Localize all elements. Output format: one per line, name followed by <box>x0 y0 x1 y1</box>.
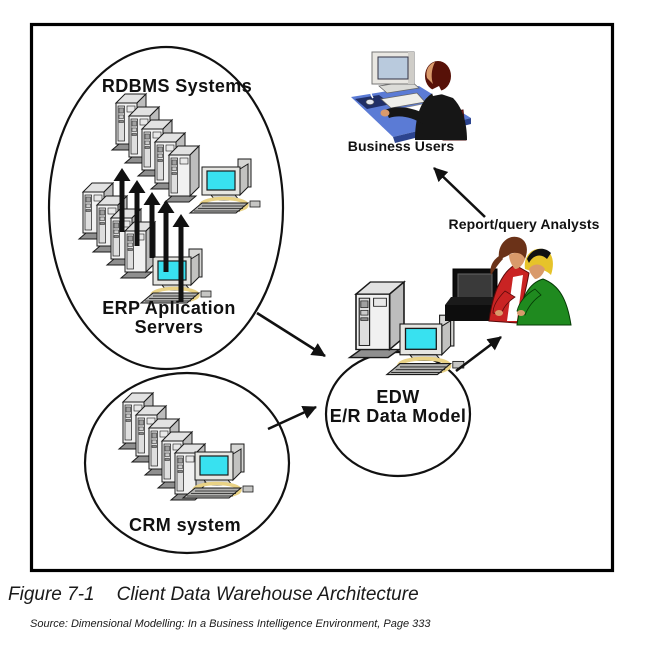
erp-label-line1: ERP Aplication <box>102 298 236 318</box>
business-users-label: Business Users <box>347 138 455 154</box>
erp-upload-arrows <box>113 168 190 302</box>
arrow-analysts-to-business-users <box>433 167 486 218</box>
figure-source: Source: Dimensional Modelling: In a Busi… <box>30 618 431 630</box>
edw-label-line2: E/R Data Model <box>329 406 467 426</box>
business-user-person-icon <box>351 51 471 143</box>
figure-caption-title: Client Data Warehouse Architecture <box>116 584 419 605</box>
figure-caption-label: Figure 7-1 <box>8 584 95 605</box>
edw-label: EDW E/R Data Model <box>330 388 467 426</box>
edw-boundary-circle <box>324 350 472 478</box>
figure-caption: Figure 7-1 Client Data Warehouse Architec… <box>8 584 419 606</box>
erp-label: ERP Aplication Servers <box>102 299 236 337</box>
arrow-crm-to-edw <box>267 405 317 431</box>
edw-label-line1: EDW <box>376 387 420 407</box>
analysts-people-icon <box>445 236 572 326</box>
rdbms-label: RDBMS Systems <box>101 76 253 96</box>
arrow-edw-to-analysts <box>455 335 502 373</box>
crm-label: CRM system <box>128 515 242 535</box>
analysts-label: Report/query Analysts <box>448 216 600 232</box>
erp-label-line2: Servers <box>134 317 204 337</box>
arrow-erp-to-edw <box>256 311 326 358</box>
